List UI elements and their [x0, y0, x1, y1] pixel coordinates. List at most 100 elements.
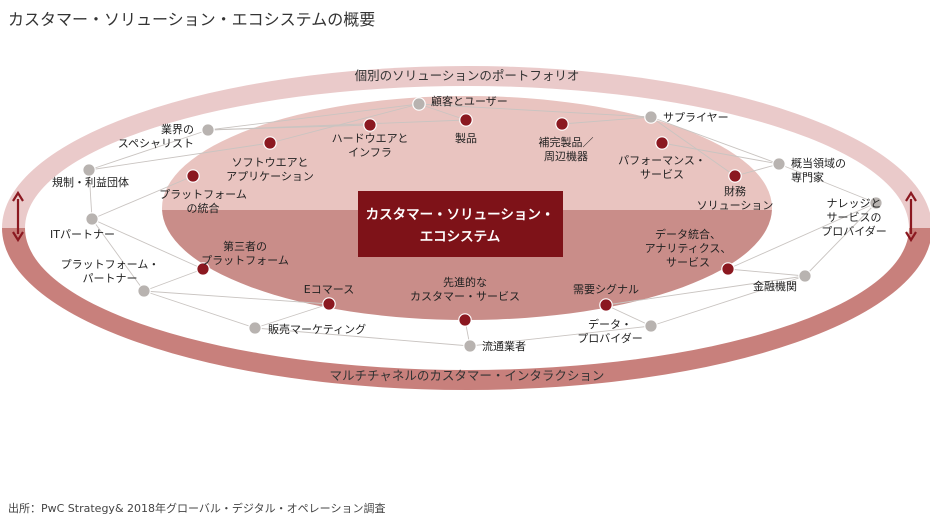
- outer-node-label: スペシャリスト: [118, 137, 194, 150]
- inner-node-dot: [263, 136, 277, 150]
- ring-label-bottom: マルチチャネルのカスタマー・インタラクション: [330, 368, 605, 383]
- inner-node: 製品: [455, 113, 477, 145]
- inner-node-label: 第三者の: [223, 239, 267, 253]
- network-line: [88, 169, 93, 220]
- outer-node-label: サービスの: [827, 211, 882, 224]
- inner-node-dot: [196, 262, 210, 276]
- inner-node-label: ハードウエアと: [332, 132, 409, 145]
- inner-node-label: Eコマース: [304, 283, 354, 296]
- outer-node: 規制・利益団体: [52, 163, 129, 189]
- inner-node-label: ソリューション: [697, 199, 774, 212]
- outer-node-dot: [85, 212, 99, 226]
- outer-node-label: プロバイダー: [821, 224, 887, 238]
- network-line: [207, 103, 420, 131]
- inner-node-dot: [186, 169, 200, 183]
- inner-node-dot: [458, 313, 472, 327]
- network-line: [91, 218, 145, 292]
- outer-node-dot: [463, 339, 477, 353]
- inner-node: 補完製品／周辺機器: [539, 117, 594, 163]
- inner-node-dot: [363, 118, 377, 132]
- inner-node-label: サービス: [666, 256, 710, 269]
- network-line: [91, 218, 204, 270]
- double-arrow-left-icon: [12, 190, 24, 243]
- ring-label-top: 個別のソリューションのポートフォリオ: [355, 68, 580, 83]
- outer-node-dot: [798, 269, 812, 283]
- outer-node-dot: [137, 284, 151, 298]
- inner-node-label: 先進的な: [443, 275, 487, 289]
- source-note: 出所：PwC Strategy& 2018年グローバル・デジタル・オペレーション…: [8, 502, 386, 515]
- network-line: [605, 275, 806, 306]
- inner-node-dot: [721, 262, 735, 276]
- inner-node-label: カスタマー・サービス: [410, 290, 520, 303]
- outer-node-label: 金融機関: [753, 279, 797, 293]
- inner-ellipse: [162, 96, 772, 320]
- center-box: カスタマー・ソリューション・ エコシステム: [358, 191, 563, 257]
- inner-node-label: パフォーマンス・: [618, 154, 706, 167]
- network-line: [661, 142, 780, 165]
- outer-node-dot: [644, 319, 658, 333]
- network-line: [269, 103, 420, 144]
- inner-node-label: アプリケーション: [226, 170, 314, 183]
- inner-node-label: の統合: [187, 201, 220, 215]
- network-lines: [88, 103, 877, 347]
- network-line: [650, 116, 780, 165]
- network-line: [469, 325, 652, 347]
- inner-node-dot: [599, 298, 613, 312]
- inner-node-dot: [322, 297, 336, 311]
- inner-node-label: データ統合、: [655, 227, 721, 241]
- network-line: [727, 268, 806, 277]
- network-line: [88, 129, 209, 171]
- outer-node-label: ナレッジと: [827, 197, 882, 210]
- inner-node-label: 製品: [455, 131, 477, 145]
- network-line: [561, 116, 652, 125]
- network-line: [143, 268, 204, 292]
- page-title: カスタマー・ソリューション・エコシステムの概要: [8, 10, 376, 29]
- network-line: [734, 163, 780, 177]
- outer-node-label: 顧客とユーザー: [431, 94, 508, 108]
- inner-node-label: インフラ: [348, 146, 392, 159]
- outer-node-label: 販売マーケティング: [268, 322, 366, 336]
- outer-node-label: 規制・利益団体: [52, 175, 129, 189]
- inner-node-dot: [728, 169, 742, 183]
- outer-node: 販売マーケティング: [248, 321, 366, 336]
- outer-node: プラットフォーム・パートナー: [61, 258, 160, 298]
- inner-node-label: アナリティクス、: [645, 242, 732, 255]
- outer-node-label: データ・: [588, 317, 632, 331]
- network-line: [605, 304, 652, 327]
- outer-node-dot: [248, 321, 262, 335]
- outer-node-label: 概当領域の: [791, 156, 846, 170]
- network-line: [804, 202, 877, 277]
- inner-node-label: 補完製品／: [539, 135, 594, 149]
- inner-node-label: 周辺機器: [544, 149, 588, 163]
- outer-node-dot: [412, 97, 426, 111]
- outer-node-dot: [772, 157, 786, 171]
- outer-node-label: ITパートナー: [50, 228, 115, 241]
- outer-node: ITパートナー: [50, 212, 115, 241]
- outer-node: 顧客とユーザー: [412, 94, 508, 111]
- outer-node-label: 業界の: [161, 123, 194, 136]
- center-label-line2: エコシステム: [420, 229, 501, 245]
- center-label-line1: カスタマー・ソリューション・: [366, 207, 555, 223]
- inner-node-label: プラットフォーム: [159, 188, 247, 201]
- outer-node-dot: [201, 123, 215, 137]
- network-line: [254, 327, 471, 347]
- outer-node-label: 流通業者: [482, 339, 526, 353]
- network-line: [207, 119, 467, 131]
- network-line: [778, 163, 877, 204]
- network-line: [143, 290, 330, 305]
- outer-node-label: プラットフォーム・: [61, 258, 160, 271]
- inner-node: パフォーマンス・サービス: [618, 136, 706, 181]
- inner-node-label: ソフトウエアと: [232, 156, 309, 169]
- network-line: [88, 142, 271, 171]
- network-line: [418, 103, 652, 118]
- inner-node: Eコマース: [304, 283, 354, 311]
- inner-node-label: 需要シグナル: [573, 282, 639, 296]
